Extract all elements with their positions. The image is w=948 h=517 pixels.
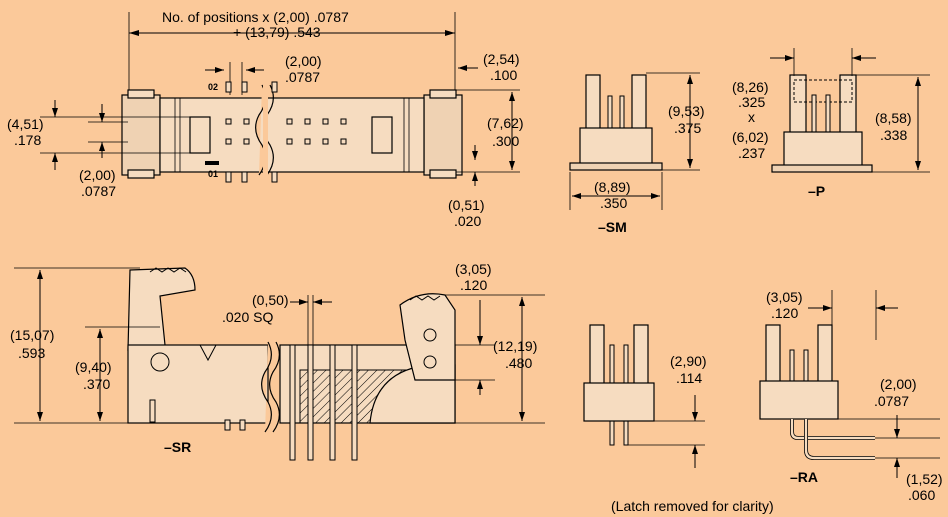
positions-label-2: + (13,79) .543 — [233, 24, 321, 40]
p-a-mm: (8,26) — [732, 79, 769, 95]
sm-view: (9,53) .375 (8,89) .350 –SM — [569, 72, 705, 235]
sr-h2-mm: (9,40) — [75, 359, 112, 375]
sr-name: –SR — [164, 439, 191, 455]
h451-in: .178 — [14, 132, 41, 148]
h051-in: .020 — [454, 213, 481, 229]
ra-t-in: .120 — [771, 305, 798, 321]
ra-p-in: .0787 — [874, 393, 909, 409]
h200-in: .0787 — [81, 183, 116, 199]
footnote: (Latch removed for clarity) — [611, 498, 774, 514]
h200-mm: (2,00) — [79, 167, 116, 183]
h051-mm: (0,51) — [448, 197, 485, 213]
positions-label-1: No. of positions x (2,00) .0787 — [162, 9, 349, 25]
ra-name: –RA — [790, 469, 818, 485]
p-a-in: .325 — [738, 94, 765, 110]
sr-h1-in: .593 — [18, 345, 45, 361]
sr-pin-in: .020 SQ — [222, 309, 273, 325]
sm-name: –SM — [598, 219, 627, 235]
p-x: x — [748, 109, 755, 125]
p-h-in: .338 — [880, 127, 907, 143]
sr-t-in: .120 — [460, 277, 487, 293]
h451-mm: (4,51) — [7, 116, 44, 132]
pitch-top-in: .0787 — [285, 69, 320, 85]
straight-view: (2,90) .114 — [583, 324, 707, 468]
sr-h2-in: .370 — [83, 376, 110, 392]
top-view: No. of positions x (2,00) .0787 + (13,79… — [7, 9, 524, 229]
st-h-in: .114 — [676, 370, 702, 386]
ra-t-mm: (3,05) — [766, 289, 803, 305]
ra-b-mm: (1,52) — [906, 471, 943, 487]
end-mm: (2,54) — [483, 51, 520, 67]
pin-holes — [225, 118, 347, 145]
p-view: (8,26) .325 x (6,02) .237 (8,58) .338 –P — [732, 48, 930, 199]
sr-pin-mm: (0,50) — [252, 292, 289, 308]
pitch-top-mm: (2,00) — [285, 53, 322, 69]
sm-w-in: .350 — [600, 195, 627, 211]
ra-view: (3,05) .120 (2,00) .0787 (1,52) .060 –RA — [759, 289, 943, 503]
sr-h3-mm: (12,19) — [493, 338, 537, 354]
sr-view: (0,50) .020 SQ (15,07) .593 (9,40) .370 … — [10, 261, 545, 461]
h762-mm: (7,62) — [487, 115, 524, 131]
end-in: .100 — [490, 67, 517, 83]
pin-01-label: 01 — [208, 169, 218, 179]
sr-h1-mm: (15,07) — [10, 327, 54, 343]
ra-p-mm: (2,00) — [880, 376, 917, 392]
sr-h3-in: .480 — [505, 355, 532, 371]
p-h-mm: (8,58) — [875, 110, 912, 126]
p-b-mm: (6,02) — [732, 129, 769, 145]
sr-t-mm: (3,05) — [455, 261, 492, 277]
sm-h-in: .375 — [674, 120, 701, 136]
p-name: –P — [808, 183, 825, 199]
sm-h-mm: (9,53) — [668, 103, 705, 119]
h762-in: .300 — [492, 133, 519, 149]
st-h-mm: (2,90) — [670, 353, 707, 369]
sm-w-mm: (8,89) — [594, 179, 631, 195]
ra-b-in: .060 — [908, 487, 935, 503]
p-b-in: .237 — [738, 145, 765, 161]
pin-02-label: 02 — [208, 82, 218, 92]
